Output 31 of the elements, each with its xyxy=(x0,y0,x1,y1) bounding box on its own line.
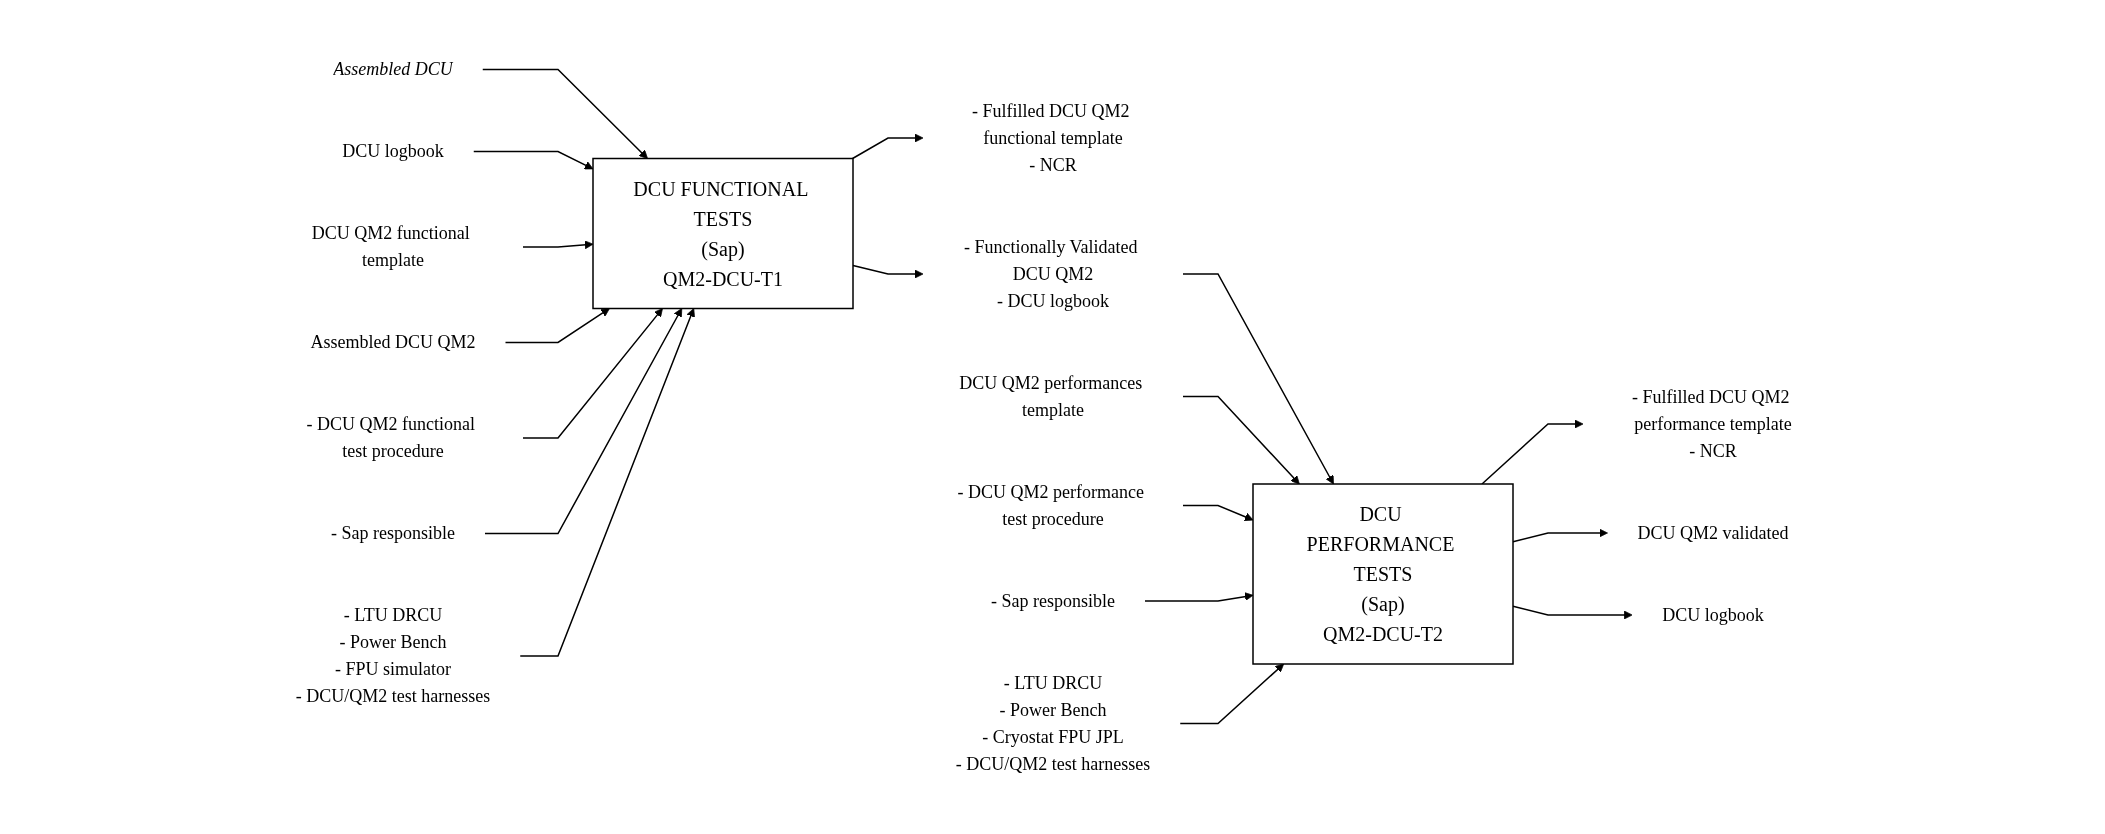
node-text: - Fulfilled DCU QM2 performance template - NCR xyxy=(1631,386,1792,461)
arrow xyxy=(519,308,695,657)
arrow xyxy=(472,151,593,170)
arrow xyxy=(851,133,923,160)
arrow xyxy=(1181,396,1300,485)
arrow xyxy=(504,308,610,344)
arrow xyxy=(481,69,648,160)
arrow xyxy=(1179,663,1284,725)
node-text: - LTU DRCU - Power Bench - FPU simulator - DCU/QM2 test harnesses xyxy=(295,605,490,707)
node-text: - Sap responsible xyxy=(990,590,1115,611)
node-text: - DCU QM2 functional test procedure xyxy=(306,414,475,462)
node-text: - Sap responsible xyxy=(330,523,455,544)
arrow xyxy=(1480,419,1583,485)
arrow xyxy=(521,308,663,439)
node-text: - DCU QM2 performance test procedure xyxy=(957,481,1144,529)
node-box: DCU FUNCTIONAL TESTS (Sap) QM2-DCU-T1 xyxy=(591,158,854,310)
node-text: - Functionally Validated DCU QM2 - DCU logbook xyxy=(963,236,1138,311)
node-text: DCU QM2 performances template xyxy=(958,372,1142,420)
arrow xyxy=(1181,273,1334,485)
node-text: - Fulfilled DCU QM2 functional template - NCR xyxy=(971,100,1129,175)
node-text: DCU logbook xyxy=(1661,604,1764,625)
arrow xyxy=(1181,505,1253,522)
arrow xyxy=(1143,592,1253,602)
node-text: DCU QM2 functional template xyxy=(311,223,470,271)
node-box: DCU PERFORMANCE TESTS (Sap) QM2-DCU-T2 xyxy=(1251,483,1514,665)
node-text: Assembled DCU QM2 xyxy=(310,332,475,353)
arrow xyxy=(521,240,593,250)
node-text: - LTU DRCU - Power Bench - Cryostat FPU JPL - DCU/QM2 test harnesses xyxy=(955,672,1150,774)
node-text: DCU QM2 validated xyxy=(1637,522,1788,543)
arrow xyxy=(483,308,682,535)
node-text: DCU logbook xyxy=(341,141,444,162)
